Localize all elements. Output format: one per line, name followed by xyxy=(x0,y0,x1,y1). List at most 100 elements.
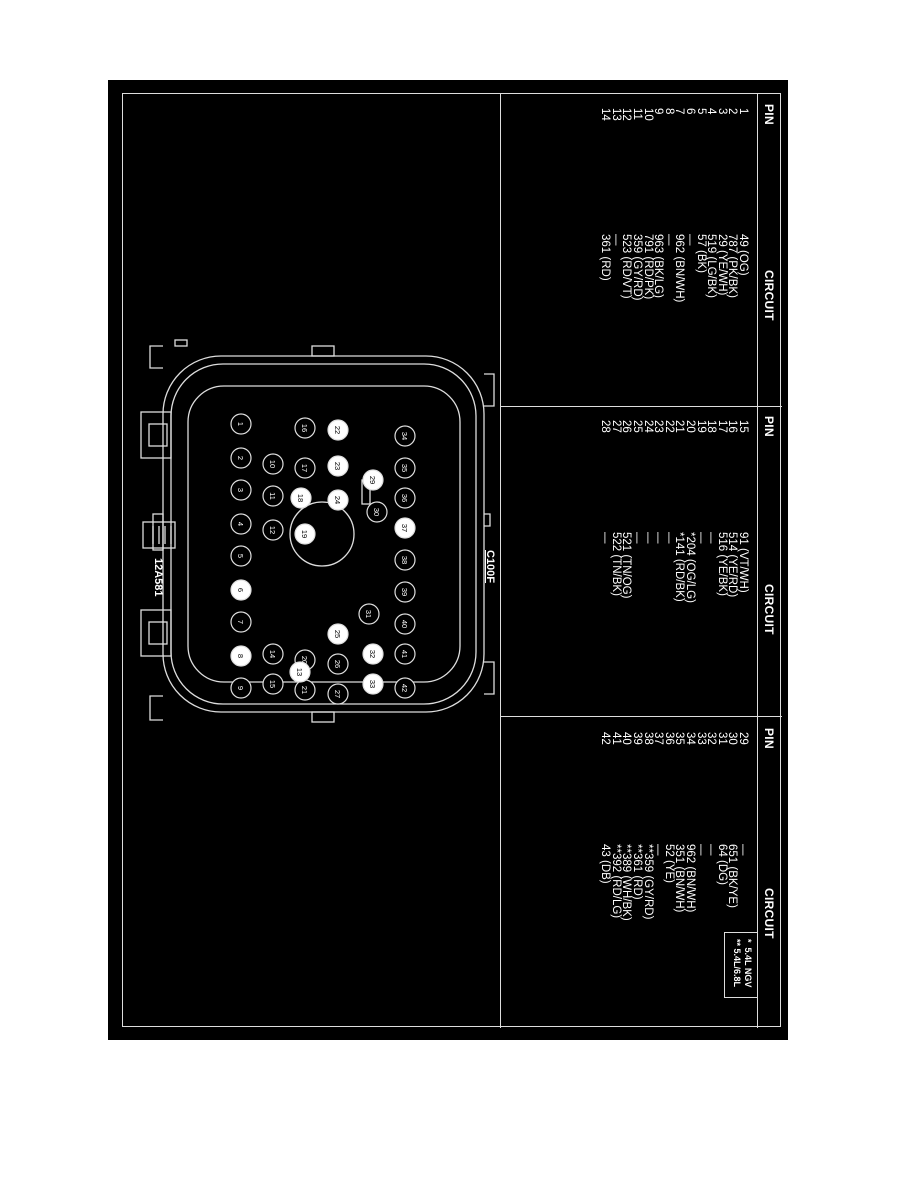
table-bottom-border xyxy=(500,94,501,1028)
tab-bottom-center xyxy=(152,513,164,551)
center-lock-ribs xyxy=(152,526,172,544)
col1-pin-4: 4 xyxy=(705,108,718,115)
pin-9-socket xyxy=(230,677,252,699)
col2-pin-10: 24 xyxy=(641,420,654,433)
pin-23-socket xyxy=(327,455,349,477)
table-column-divider-1 xyxy=(500,406,782,407)
pin-18-label: 18 xyxy=(296,494,305,502)
pin-39-label: 39 xyxy=(400,588,409,596)
col3-pin-1: 29 xyxy=(737,732,749,745)
col3-pin-2: 30 xyxy=(726,732,739,745)
connector-pins: 1234567891011121415161718192021222324252… xyxy=(230,413,416,705)
col1-pin-10: 10 xyxy=(641,108,654,121)
pin-11-label: 11 xyxy=(268,492,277,500)
col3-circuit-14: 43 (DB) xyxy=(599,844,612,884)
col3-pin-5: 33 xyxy=(694,732,707,745)
col3-pin-7: 35 xyxy=(673,732,686,745)
pin-29-socket xyxy=(362,469,384,491)
col2-circuit-9: — xyxy=(652,532,665,544)
col3-circuit-13: **392 (RD/LG) xyxy=(609,844,622,919)
pin-17-label: 17 xyxy=(300,464,309,472)
tab-bottom-right xyxy=(149,695,163,721)
pin-26-label: 26 xyxy=(333,660,342,668)
pin-30-socket xyxy=(366,501,388,523)
col3-pin-11: 39 xyxy=(631,732,643,745)
diagram-panel xyxy=(108,80,788,1040)
pin-13-label: 13 xyxy=(295,668,304,676)
col2-pin-8: 22 xyxy=(662,420,675,433)
col2-pin-13: 27 xyxy=(609,420,622,433)
pin-32-socket xyxy=(362,643,384,665)
col1-circuit-8: — xyxy=(662,234,675,246)
col3-pin-12: 40 xyxy=(620,732,633,745)
col2-pin-2: 16 xyxy=(726,420,739,433)
pin-25-socket xyxy=(327,623,349,645)
col1-pin-12: 12 xyxy=(620,108,633,121)
pin-4-label: 4 xyxy=(236,522,245,526)
col1-pin-5: 5 xyxy=(694,108,707,115)
pin-40-socket xyxy=(394,613,416,635)
pin-16-label: 16 xyxy=(300,424,309,432)
pin-12-socket xyxy=(262,519,284,541)
col2-circuit-12: 521 (TN/OG) xyxy=(620,532,633,599)
pin-19-socket xyxy=(294,523,316,545)
col2-circuit-2: 514 (YE/RD) xyxy=(726,532,739,598)
col1-circuit-7: 962 (BN/WH) xyxy=(673,234,686,303)
pin-42-socket xyxy=(394,677,416,699)
pin-21-label: 21 xyxy=(300,686,309,694)
pin-1-label: 1 xyxy=(236,422,245,426)
pin-8-socket xyxy=(230,645,252,667)
col3-circuit-8: 52 (YE) xyxy=(662,844,675,883)
col1-circuit-12: 523 (RD/VT) xyxy=(620,234,633,299)
col1-pin-8: 8 xyxy=(662,108,675,115)
side-slot-left xyxy=(311,345,335,357)
col2-circuit-8: — xyxy=(662,532,675,544)
connector-outer-shell-inner xyxy=(170,363,477,705)
col1-pin-14: 14 xyxy=(599,108,612,121)
pin-15-socket xyxy=(262,673,284,695)
col2-pin-14: 28 xyxy=(599,420,612,433)
col3-circuit-3: 64 (DG) xyxy=(715,844,728,885)
col3-circuit-6: 962 (BN/WH) xyxy=(684,844,696,913)
latch-left-inner xyxy=(148,423,168,447)
pin-19-label: 19 xyxy=(300,530,309,538)
pin-35-socket xyxy=(394,457,416,479)
col1-circuit-14: 361 (RD) xyxy=(599,234,612,281)
col2-circuit-10: — xyxy=(641,532,654,544)
tab-top-right xyxy=(484,661,495,695)
col1-circuit-5: 57 (BK) xyxy=(694,234,707,273)
pin-40-label: 40 xyxy=(400,620,409,628)
pin-25-label: 25 xyxy=(333,630,342,638)
col1-pin-3: 3 xyxy=(715,108,728,115)
pin-16-socket xyxy=(294,417,316,439)
tab-bottom-left xyxy=(149,345,163,369)
pin-10-socket xyxy=(262,453,284,475)
pin-15-label: 15 xyxy=(268,680,277,688)
col3-pin-13: 41 xyxy=(609,732,622,745)
col1-pin-11: 11 xyxy=(631,108,643,120)
pin-26-socket xyxy=(327,653,349,675)
pin-32-label: 32 xyxy=(368,650,377,658)
col1-pin-1: 1 xyxy=(737,108,749,115)
header-pin-3: PIN xyxy=(762,728,776,749)
pin-36-socket xyxy=(394,487,416,509)
latch-right xyxy=(140,609,172,657)
col3-pin-6: 34 xyxy=(684,732,696,745)
table-column-divider-2 xyxy=(500,716,782,717)
pin-24-label: 24 xyxy=(333,496,342,504)
col1-circuit-10: 791 (RD/PK) xyxy=(641,234,654,300)
col2-pin-7: 21 xyxy=(673,420,686,433)
col1-pin-7: 7 xyxy=(673,108,686,115)
pin-22-socket xyxy=(327,419,349,441)
side-slot-right xyxy=(311,711,335,723)
col3-circuit-2: 651 (BK/YE) xyxy=(726,844,739,908)
connector-drawing: 1234567891011121415161718192021222324252… xyxy=(140,339,495,723)
pin-36-label: 36 xyxy=(400,494,409,502)
pin-33-socket xyxy=(362,673,384,695)
col2-pin-12: 26 xyxy=(620,420,633,433)
pin-42-label: 42 xyxy=(400,684,409,692)
pin-31-socket xyxy=(358,603,380,625)
